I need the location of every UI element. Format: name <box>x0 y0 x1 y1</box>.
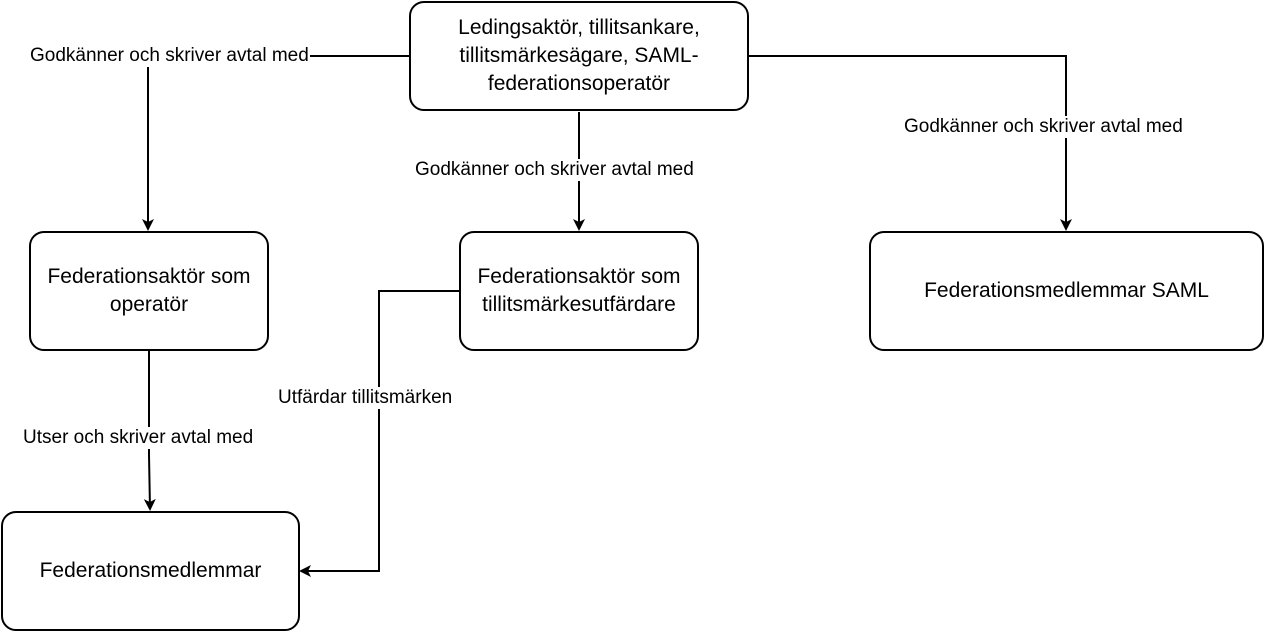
edge-label-operator-to-members: Utser och skriver avtal med <box>22 427 255 449</box>
node-federation-members: Federationsmedlemmar <box>1 511 300 631</box>
edge-label-issuer-to-members: Utfärdar tillitsmärken <box>277 387 454 409</box>
edge-root-to-saml <box>749 55 1072 231</box>
node-saml-members-label: Federationsmedlemmar SAML <box>924 279 1209 302</box>
node-root-actor-label: Ledingsaktör, tillitsankare, tillitsmärk… <box>458 16 700 95</box>
node-saml-members: Federationsmedlemmar SAML <box>869 231 1264 351</box>
edge-label-root-to-issuer: Godkänner och skriver avtal med <box>414 159 695 181</box>
node-federation-operator: Federationsaktör som operatör <box>29 231 269 351</box>
edge-label-root-to-saml: Godkänner och skriver avtal med <box>903 116 1184 138</box>
node-trustmark-issuer-label: Federationsaktör som tillitsmärkesutfärd… <box>477 265 681 316</box>
edge-label-root-to-operator: Godkänner och skriver avtal med <box>29 45 310 67</box>
edge-root-to-operator <box>142 55 409 231</box>
edge-operator-to-members <box>143 351 156 511</box>
node-federation-members-label: Federationsmedlemmar <box>39 559 262 582</box>
edge-issuer-to-members <box>299 290 459 577</box>
node-trustmark-issuer: Federationsaktör som tillitsmärkesutfärd… <box>459 231 699 351</box>
node-federation-operator-label: Federationsaktör som operatör <box>47 265 251 316</box>
node-root-actor: Ledingsaktör, tillitsankare, tillitsmärk… <box>409 1 749 111</box>
